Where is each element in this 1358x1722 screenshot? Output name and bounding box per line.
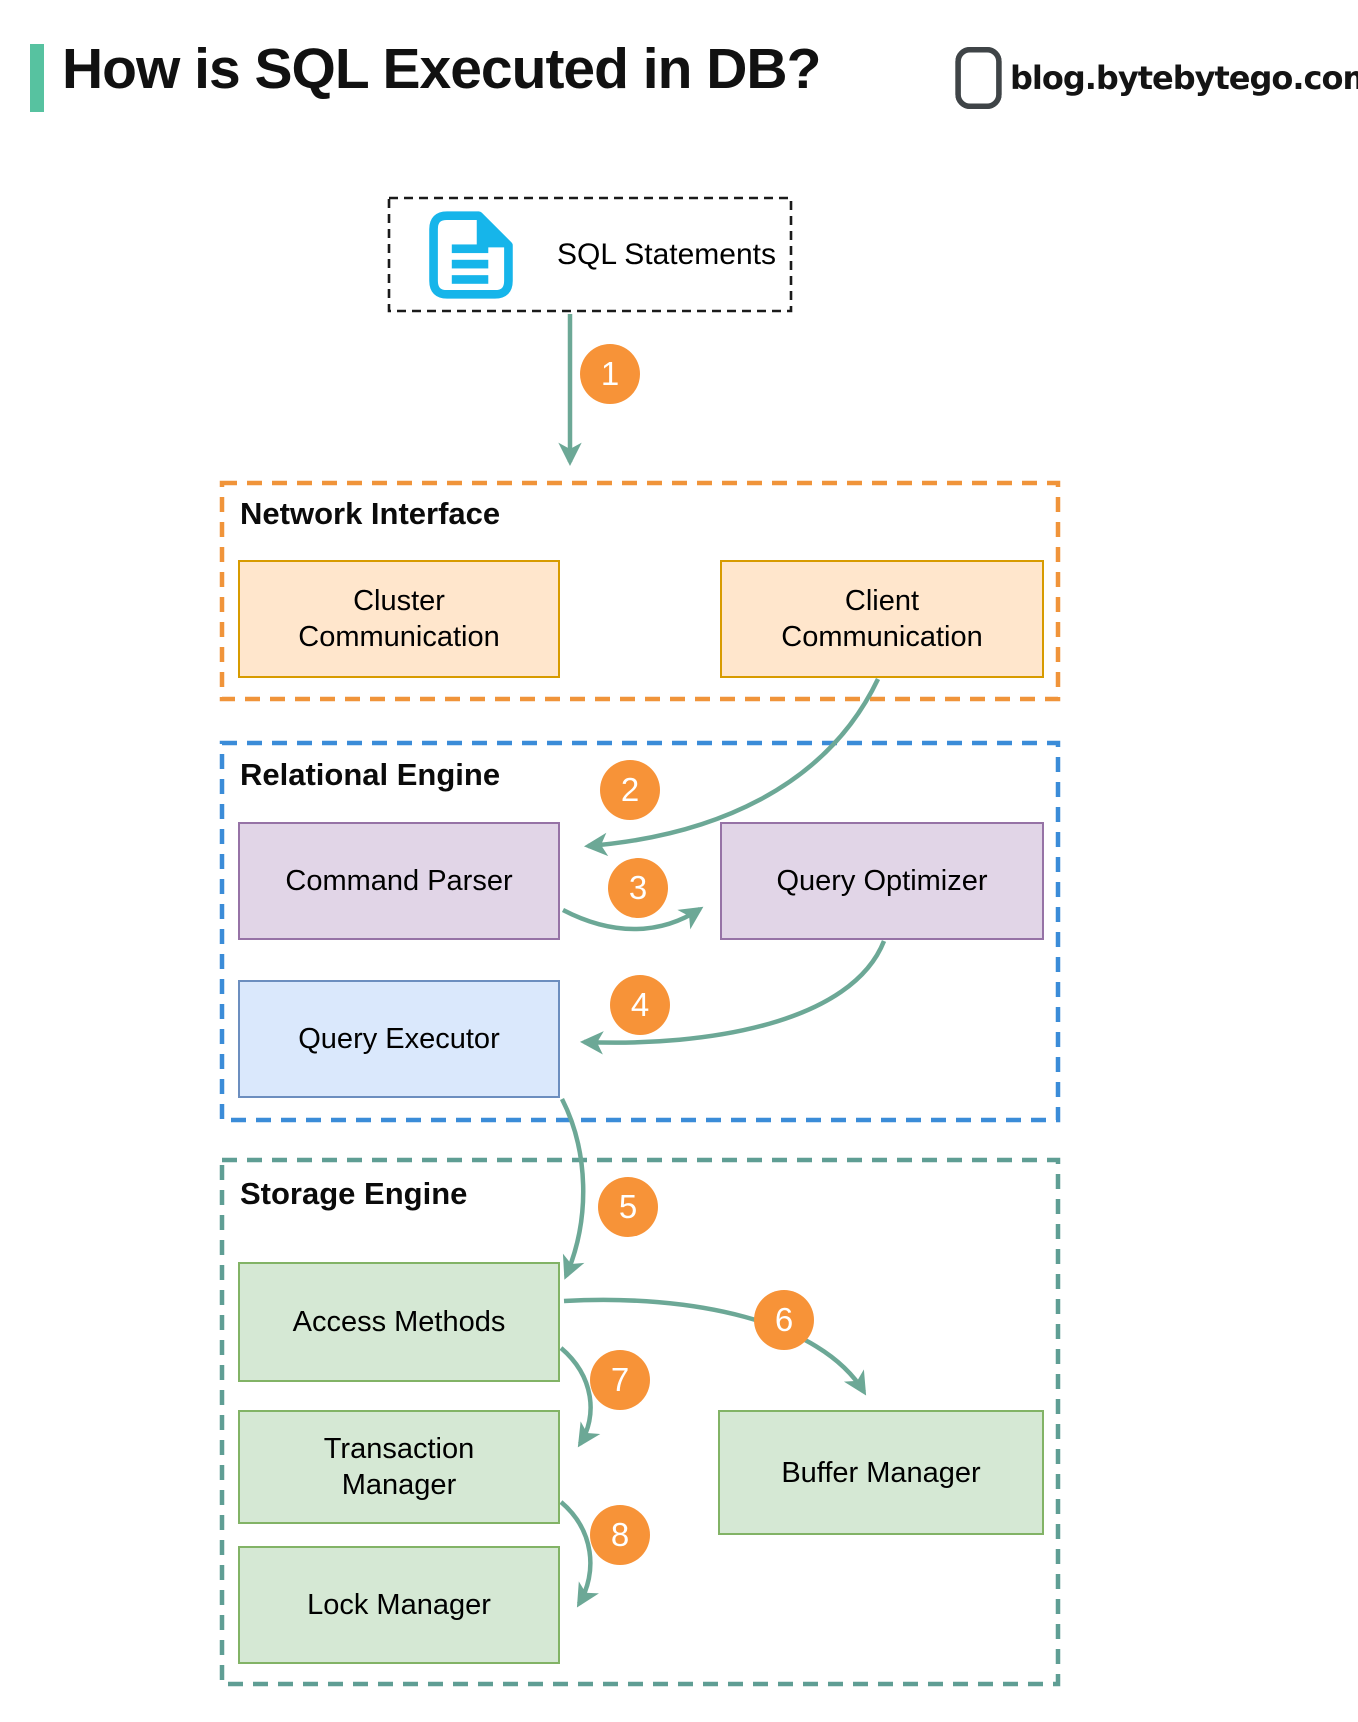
storage-engine-frame <box>219 1157 1061 1687</box>
step-badge-4: 4 <box>610 975 670 1035</box>
step-badge-5: 5 <box>598 1177 658 1237</box>
step-badge-3: 3 <box>608 858 668 918</box>
bytebytego-owl-logo-icon <box>955 47 1002 109</box>
storage-engine-label: Storage Engine <box>240 1176 468 1211</box>
node-client-communication: Client Communication <box>720 560 1044 678</box>
step-badge-8: 8 <box>590 1505 650 1565</box>
node-lock-manager: Lock Manager <box>238 1546 560 1664</box>
page-title: How is SQL Executed in DB? <box>62 37 821 101</box>
arrow-step-2 <box>583 678 881 857</box>
arrow-step-3 <box>561 906 704 932</box>
arrow-step-5 <box>559 1097 586 1280</box>
sql-statements-box: SQL Statements <box>389 198 791 311</box>
arrow-step-4 <box>579 940 887 1055</box>
relational-engine-frame <box>219 740 1061 1123</box>
network-interface-label: Network Interface <box>240 496 501 531</box>
step-badge-7: 7 <box>590 1350 650 1410</box>
node-transaction-manager: Transaction Manager <box>238 1410 560 1524</box>
step-badge-6: 6 <box>754 1290 814 1350</box>
document-icon <box>429 210 513 299</box>
step-badge-1: 1 <box>580 344 640 404</box>
relational-engine-label: Relational Engine <box>240 757 501 792</box>
arrow-step-6 <box>563 1297 867 1396</box>
sql-statements-frame <box>387 196 793 313</box>
step-badge-2: 2 <box>600 760 660 820</box>
title-accent-bar <box>30 44 44 112</box>
arrow-step-7 <box>559 1346 601 1448</box>
node-command-parser: Command Parser <box>238 822 560 940</box>
node-query-optimizer: Query Optimizer <box>720 822 1044 940</box>
node-access-methods: Access Methods <box>238 1262 560 1382</box>
brand-url: blog.bytebytego.com <box>1010 59 1358 97</box>
node-cluster-communication: Cluster Communication <box>238 560 560 678</box>
node-query-executor: Query Executor <box>238 980 560 1098</box>
node-buffer-manager: Buffer Manager <box>718 1410 1044 1535</box>
sql-statements-label: SQL Statements <box>557 237 776 271</box>
brand: blog.bytebytego.com <box>955 46 1358 110</box>
arrow-step-8 <box>559 1500 599 1608</box>
